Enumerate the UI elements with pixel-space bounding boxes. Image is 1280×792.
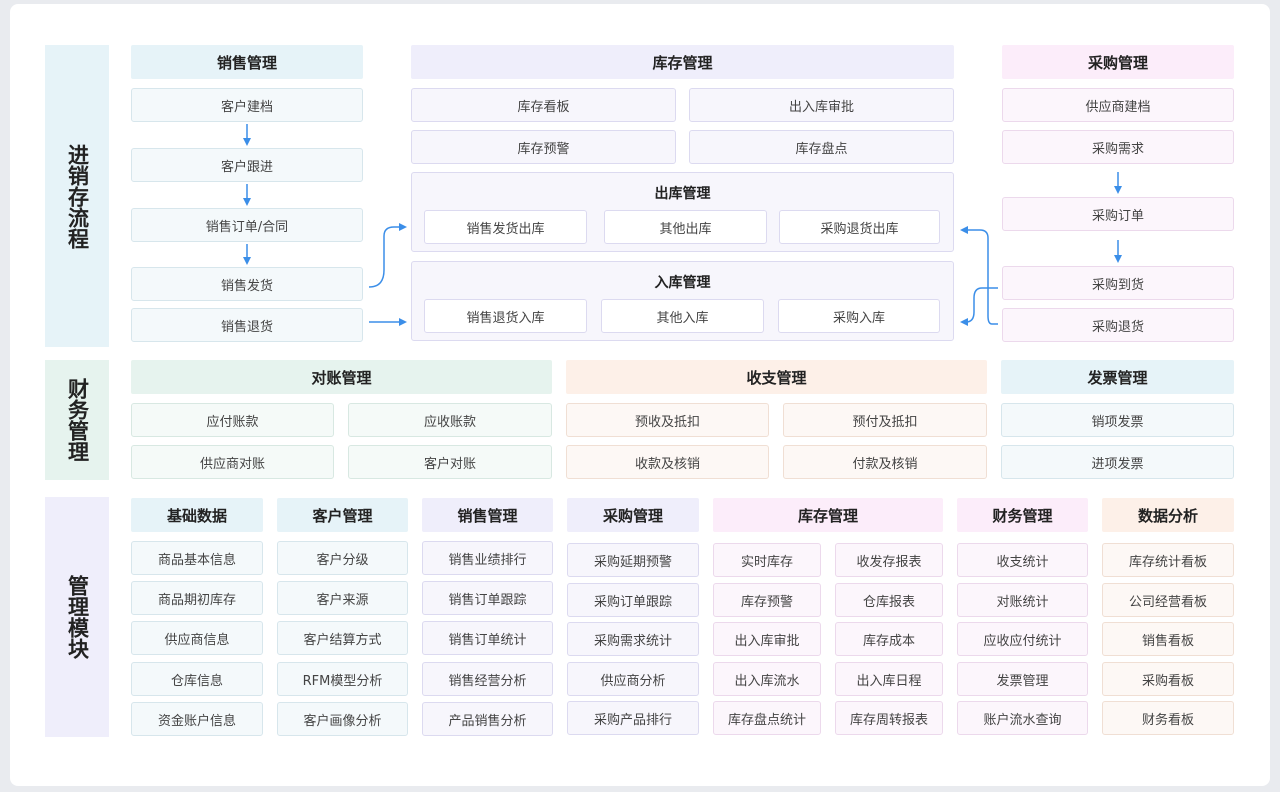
sales-step: 客户跟进 [131, 148, 363, 182]
payments-item: 预收及抵扣 [566, 403, 769, 437]
inbound-item: 销售退货入库 [424, 299, 587, 333]
module-item: 采购订单跟踪 [567, 583, 699, 617]
inventory-item: 库存预警 [411, 130, 676, 164]
outbound-item: 其他出库 [604, 210, 767, 244]
arrow-purchase-return [960, 226, 998, 325]
module-item: 销售看板 [1102, 622, 1234, 656]
module-item: 库存预警 [713, 583, 821, 617]
module-item: 库存盘点统计 [713, 701, 821, 735]
purchase-header: 采购管理 [1002, 45, 1234, 79]
module-item: 收支统计 [957, 543, 1088, 577]
module-item: 出入库流水 [713, 662, 821, 696]
reconcile-item: 客户对账 [348, 445, 552, 479]
section-label-finance: 财务管理 [45, 360, 109, 480]
module-analytics-header: 数据分析 [1102, 498, 1234, 532]
module-customer-header: 客户管理 [277, 498, 408, 532]
module-item: 采购需求统计 [567, 622, 699, 656]
module-item: 客户来源 [277, 581, 408, 615]
reconcile-item: 供应商对账 [131, 445, 334, 479]
module-item: 客户结算方式 [277, 621, 408, 655]
purchase-step: 供应商建档 [1002, 88, 1234, 122]
purchase-step: 采购到货 [1002, 266, 1234, 300]
sales-header: 销售管理 [131, 45, 363, 79]
outbound-item: 采购退货出库 [779, 210, 940, 244]
module-item: 仓库报表 [835, 583, 943, 617]
sales-step: 销售退货 [131, 308, 363, 342]
module-item: 库存统计看板 [1102, 543, 1234, 577]
module-item: 出入库日程 [835, 662, 943, 696]
reconcile-item: 应付账款 [131, 403, 334, 437]
module-item: 销售订单统计 [422, 621, 553, 655]
inbound-item: 其他入库 [601, 299, 764, 333]
payments-item: 收款及核销 [566, 445, 769, 479]
module-sales-header: 销售管理 [422, 498, 553, 532]
purchase-step: 采购订单 [1002, 197, 1234, 231]
module-item: 供应商信息 [131, 621, 263, 655]
payments-item: 付款及核销 [783, 445, 987, 479]
module-item: 销售经营分析 [422, 662, 553, 696]
invoice-item: 进项发票 [1001, 445, 1234, 479]
module-item: 账户流水查询 [957, 701, 1088, 735]
module-item: RFM模型分析 [277, 662, 408, 696]
module-item: 公司经营看板 [1102, 583, 1234, 617]
module-item: 销售业绩排行 [422, 541, 553, 575]
module-item: 库存周转报表 [835, 701, 943, 735]
module-item: 收发存报表 [835, 543, 943, 577]
sales-step: 销售订单/合同 [131, 208, 363, 242]
module-item: 财务看板 [1102, 701, 1234, 735]
arrow-purchase-arrival [960, 287, 998, 326]
module-item: 应收应付统计 [957, 622, 1088, 656]
module-item: 仓库信息 [131, 662, 263, 696]
module-finance-header: 财务管理 [957, 498, 1088, 532]
module-item: 采购产品排行 [567, 701, 699, 735]
module-item: 供应商分析 [567, 662, 699, 696]
arrow-sales-delivery [368, 223, 407, 288]
sales-step: 销售发货 [131, 267, 363, 301]
sales-step: 客户建档 [131, 88, 363, 122]
module-purchase-header: 采购管理 [567, 498, 699, 532]
section-label-flow: 进销存流程 [45, 45, 109, 347]
inventory-header: 库存管理 [411, 45, 954, 79]
invoice-header: 发票管理 [1001, 360, 1234, 394]
reconcile-item: 应收账款 [348, 403, 552, 437]
invoice-item: 销项发票 [1001, 403, 1234, 437]
module-item: 销售订单跟踪 [422, 581, 553, 615]
module-item: 产品销售分析 [422, 702, 553, 736]
module-item: 客户分级 [277, 541, 408, 575]
inbound-item: 采购入库 [778, 299, 940, 333]
module-item: 商品基本信息 [131, 541, 263, 575]
module-item: 采购看板 [1102, 662, 1234, 696]
module-item: 资金账户信息 [131, 702, 263, 736]
inventory-item: 出入库审批 [689, 88, 954, 122]
outbound-item: 销售发货出库 [424, 210, 587, 244]
purchase-step: 采购需求 [1002, 130, 1234, 164]
module-item: 商品期初库存 [131, 581, 263, 615]
reconcile-header: 对账管理 [131, 360, 552, 394]
payments-item: 预付及抵扣 [783, 403, 987, 437]
inbound-title: 入库管理 [654, 275, 711, 291]
module-item: 采购延期预警 [567, 543, 699, 577]
module-item: 发票管理 [957, 662, 1088, 696]
payments-header: 收支管理 [566, 360, 987, 394]
module-inventory-header: 库存管理 [713, 498, 943, 532]
module-basic-header: 基础数据 [131, 498, 263, 532]
inventory-item: 库存盘点 [689, 130, 954, 164]
module-item: 实时库存 [713, 543, 821, 577]
outbound-title: 出库管理 [654, 186, 711, 202]
purchase-step: 采购退货 [1002, 308, 1234, 342]
module-item: 对账统计 [957, 583, 1088, 617]
section-label-modules: 管理模块 [45, 497, 109, 737]
module-item: 出入库审批 [713, 622, 821, 656]
module-item: 库存成本 [835, 622, 943, 656]
inventory-item: 库存看板 [411, 88, 676, 122]
module-item: 客户画像分析 [277, 702, 408, 736]
